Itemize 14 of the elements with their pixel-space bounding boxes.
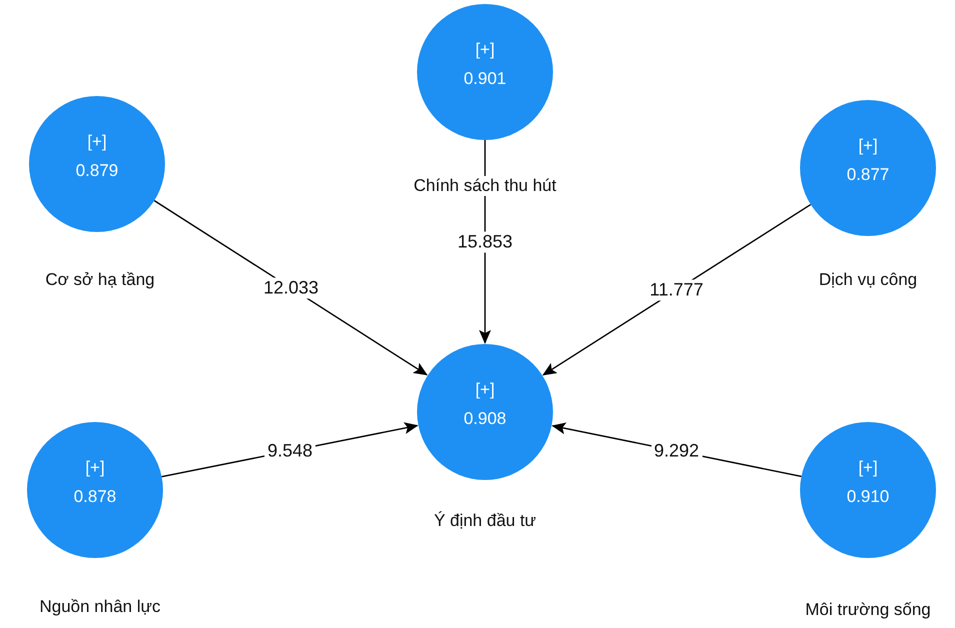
expand-marker: [+] bbox=[87, 133, 107, 152]
construct-value: 0.879 bbox=[76, 162, 118, 181]
construct-value: 0.901 bbox=[464, 70, 506, 89]
construct-value: 0.878 bbox=[74, 488, 116, 507]
expand-marker: [+] bbox=[475, 41, 495, 60]
construct-value: 0.910 bbox=[846, 488, 890, 507]
construct-value: 0.908 bbox=[464, 410, 506, 429]
expand-marker: [+] bbox=[858, 459, 878, 478]
expand-marker: [+] bbox=[858, 137, 878, 156]
arrow bbox=[154, 200, 428, 376]
expand-marker: [+] bbox=[475, 381, 495, 400]
construct-value: 0.877 bbox=[846, 166, 890, 185]
arrow bbox=[542, 204, 812, 376]
expand-marker: [+] bbox=[85, 459, 105, 478]
